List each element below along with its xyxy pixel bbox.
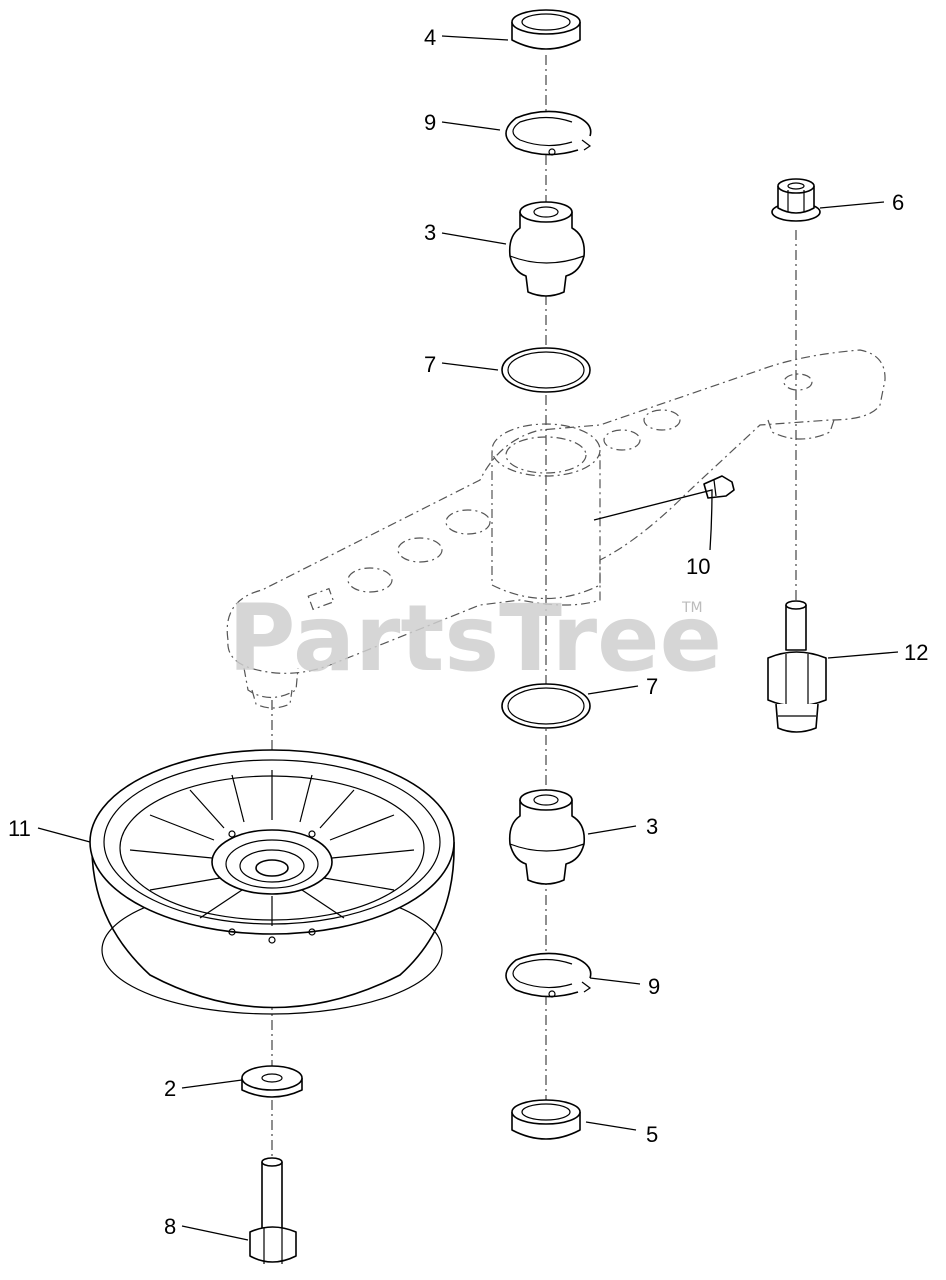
pulley-part-11 — [89, 749, 455, 1015]
callout-10: 10 — [686, 554, 710, 579]
callout-9-top: 9 — [424, 110, 436, 135]
leader-lines — [37, 35, 899, 1241]
idler-arm-phantom — [226, 349, 886, 709]
callout-7-bottom: 7 — [646, 674, 658, 699]
partstree-watermark: PartsTree TM — [228, 585, 722, 692]
callout-6: 6 — [892, 190, 904, 215]
bearing-part-3-top — [508, 201, 586, 297]
retaining-ring-part-9-top — [505, 110, 592, 156]
bearing-part-3-bottom — [508, 789, 586, 885]
retaining-ring-part-9-bottom — [505, 952, 592, 998]
grease-fitting-part-10 — [703, 475, 735, 499]
seal-part-4 — [511, 9, 581, 50]
o-ring-part-7-bottom — [501, 683, 591, 729]
washer-part-2 — [241, 1065, 303, 1098]
callout-3-bottom: 3 — [646, 814, 658, 839]
stud-part-12 — [767, 600, 827, 733]
flange-nut-part-6 — [771, 178, 821, 222]
callout-5: 5 — [646, 1122, 658, 1147]
callout-12: 12 — [904, 640, 928, 665]
watermark-text: PartsTree — [228, 585, 722, 692]
callout-9-bottom: 9 — [648, 974, 660, 999]
callout-4-top: 4 — [424, 25, 436, 50]
callout-7-top: 7 — [424, 352, 436, 377]
callout-2: 2 — [164, 1076, 176, 1101]
seal-part-5 — [511, 1099, 581, 1140]
bolt-part-8 — [249, 1157, 297, 1264]
callout-11: 11 — [8, 816, 31, 841]
watermark-trademark: TM — [681, 600, 703, 616]
o-ring-part-7-top — [501, 347, 591, 393]
callout-8: 8 — [164, 1214, 176, 1239]
callout-labels: 4 9 3 7 6 10 12 7 11 3 9 2 5 8 — [8, 25, 928, 1239]
callout-3-top: 3 — [424, 220, 436, 245]
